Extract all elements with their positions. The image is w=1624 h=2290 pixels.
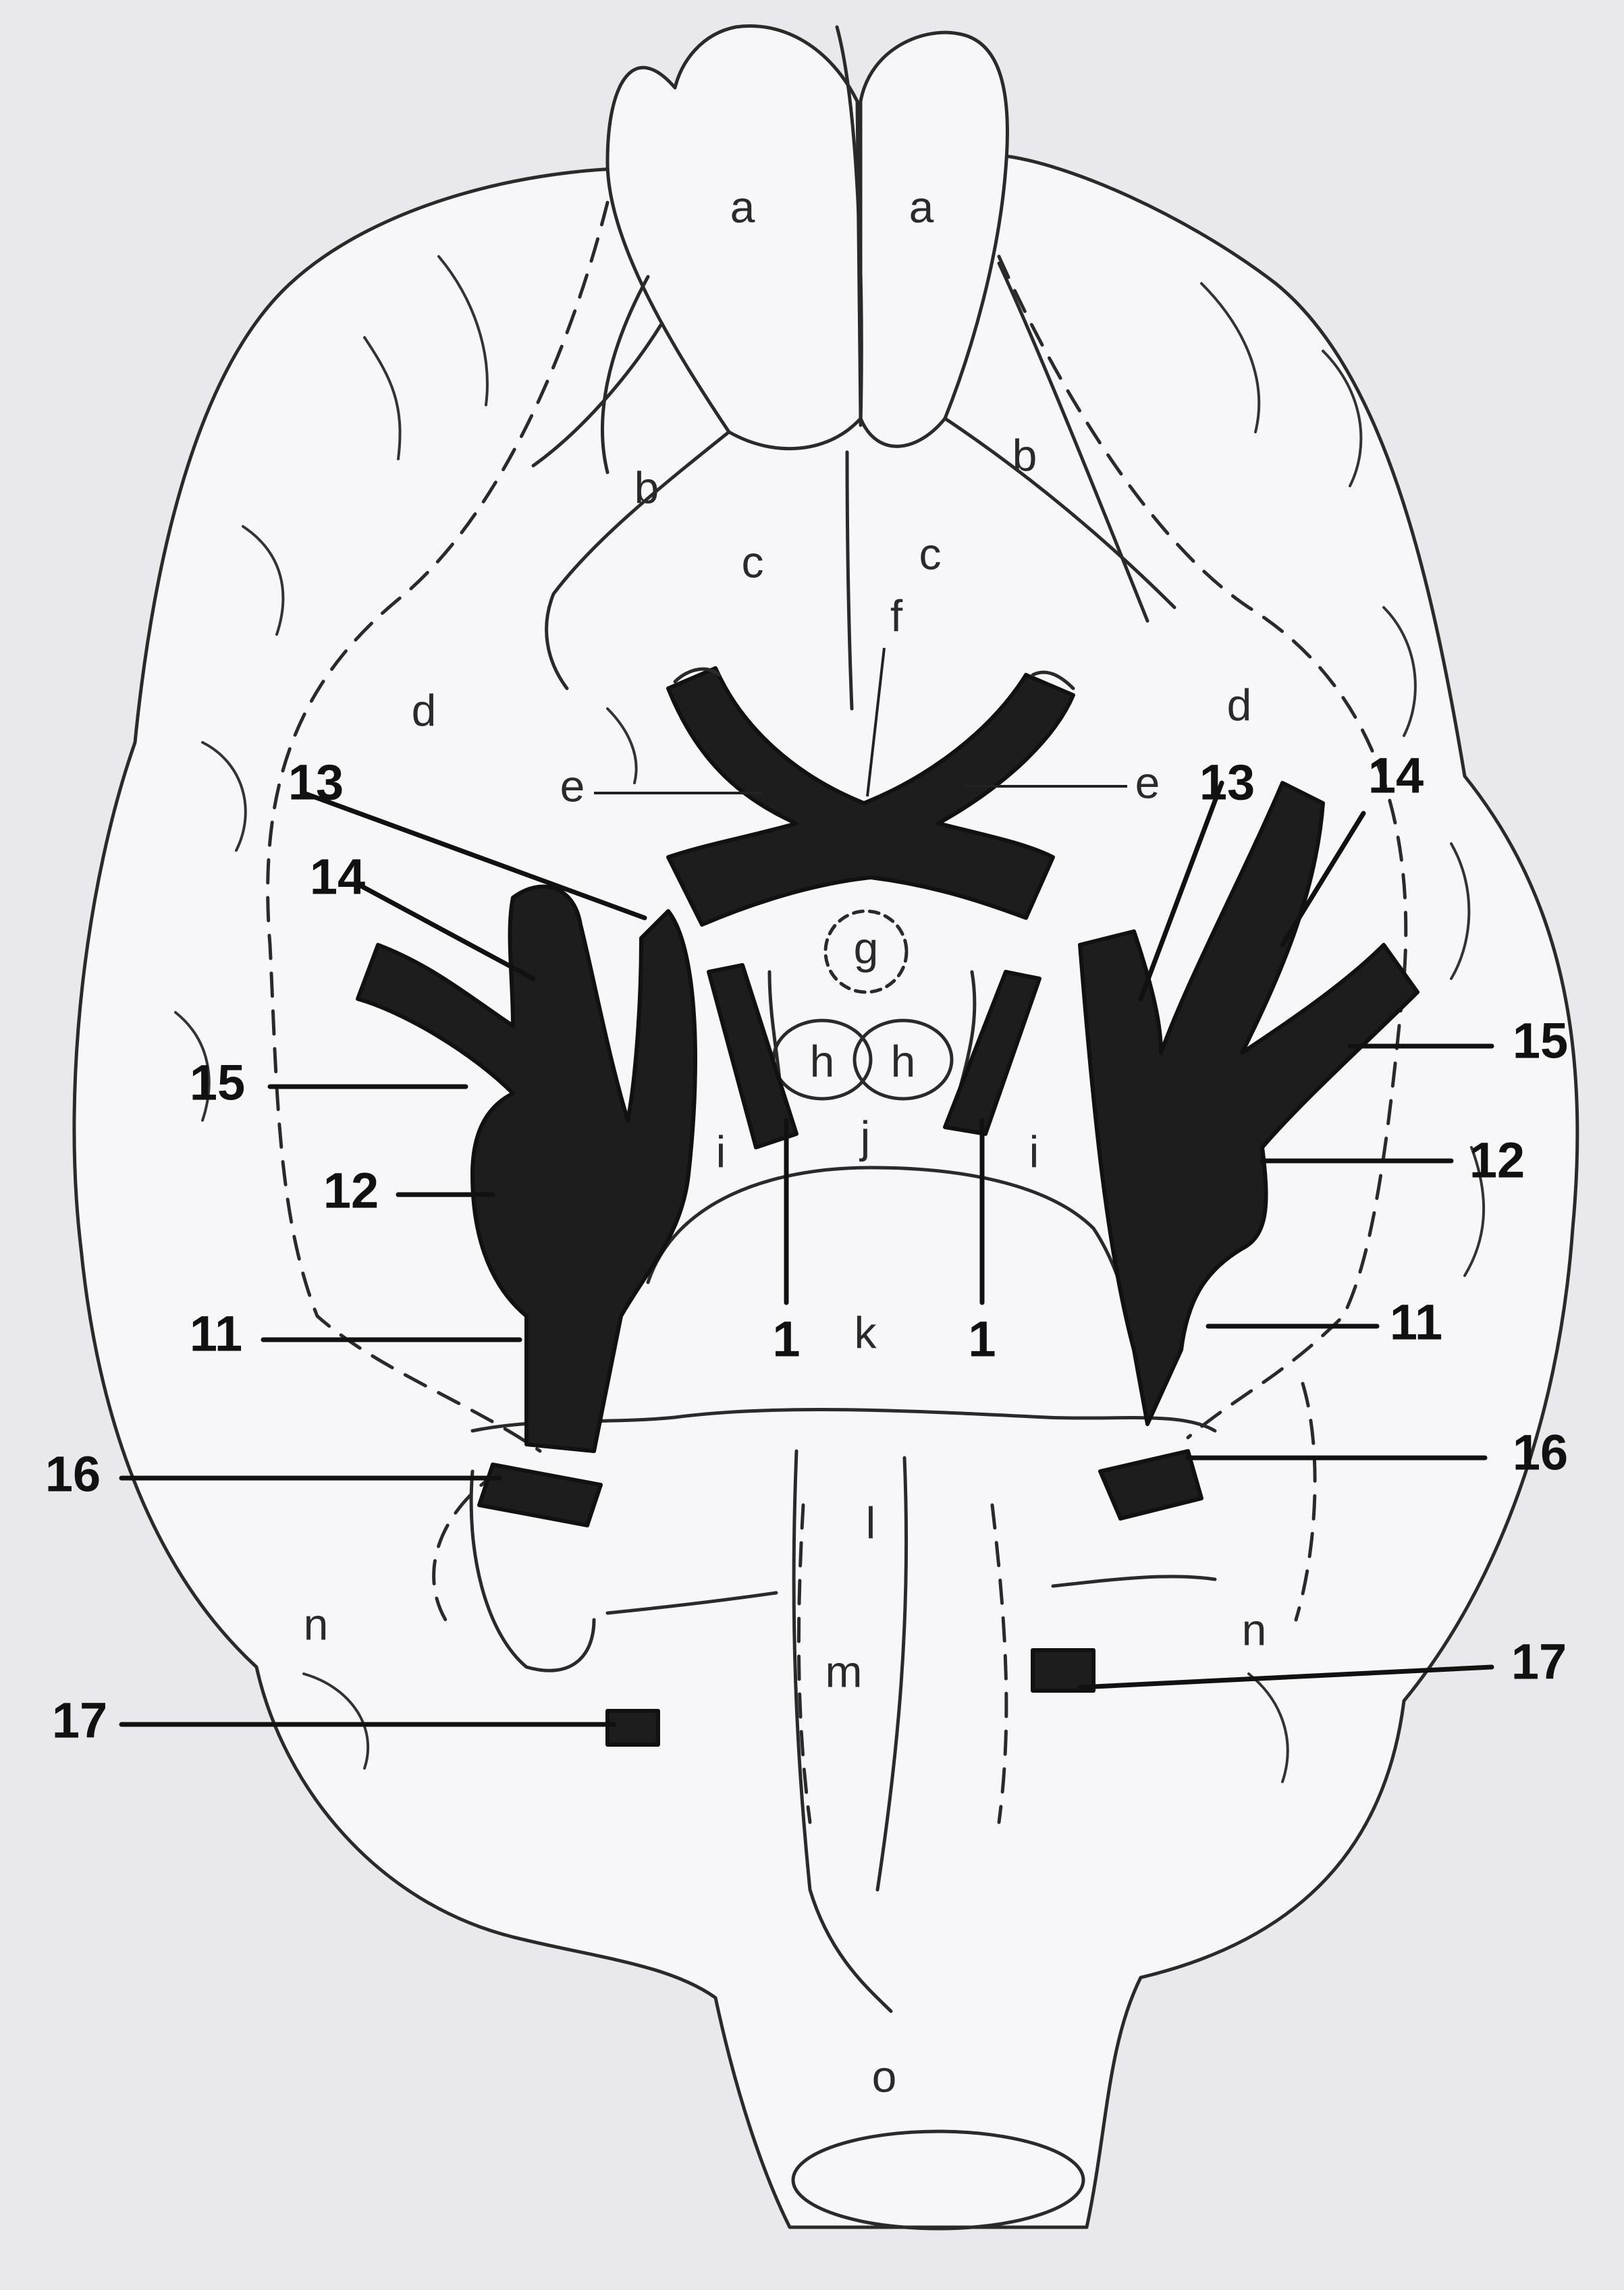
label-l: l (866, 1498, 876, 1548)
nerve-17-right (1033, 1650, 1093, 1691)
label-n-right: n (1242, 1604, 1267, 1654)
label-m: m (825, 1646, 863, 1696)
label-o: o (872, 2051, 897, 2101)
label-11-left: 11 (190, 1306, 242, 1362)
label-k: k (855, 1307, 877, 1357)
label-17-right: 17 (1511, 1634, 1567, 1690)
label-15-right: 15 (1513, 1013, 1568, 1069)
label-15-left: 15 (190, 1055, 245, 1111)
label-b-right: b (1012, 430, 1037, 480)
label-17-left: 17 (52, 1693, 107, 1749)
label-c-left: c (742, 537, 764, 587)
label-e-right: e (1135, 757, 1160, 807)
label-11-right: 11 (1390, 1294, 1442, 1351)
label-d-left: d (412, 685, 437, 735)
label-c-right: c (919, 528, 942, 578)
label-a-right: a (909, 182, 934, 231)
label-h-left: h (810, 1036, 835, 1086)
label-i-right: i (1029, 1126, 1039, 1176)
label-e-left: e (560, 761, 585, 811)
brain-outline (74, 155, 1577, 2227)
label-h-right: h (891, 1036, 916, 1086)
label-n-left: n (304, 1599, 329, 1649)
label-b-left: b (634, 462, 659, 512)
label-14-left: 14 (310, 849, 365, 905)
label-a-left: a (730, 182, 755, 231)
label-g: g (854, 923, 879, 973)
label-13-right: 13 (1199, 755, 1255, 811)
label-1-right: 1 (968, 1311, 996, 1367)
label-16-right: 16 (1513, 1425, 1568, 1481)
label-f: f (890, 591, 903, 640)
label-d-right: d (1227, 680, 1252, 730)
label-13-left: 13 (288, 755, 344, 811)
label-j: j (859, 1112, 871, 1162)
label-16-left: 16 (45, 1446, 101, 1502)
label-i-left: i (716, 1126, 726, 1176)
nerve-17-left (607, 1711, 658, 1745)
label-14-right: 14 (1368, 748, 1424, 804)
label-1-left: 1 (772, 1311, 800, 1367)
label-12-left: 12 (323, 1163, 379, 1219)
label-12-right: 12 (1469, 1133, 1525, 1189)
